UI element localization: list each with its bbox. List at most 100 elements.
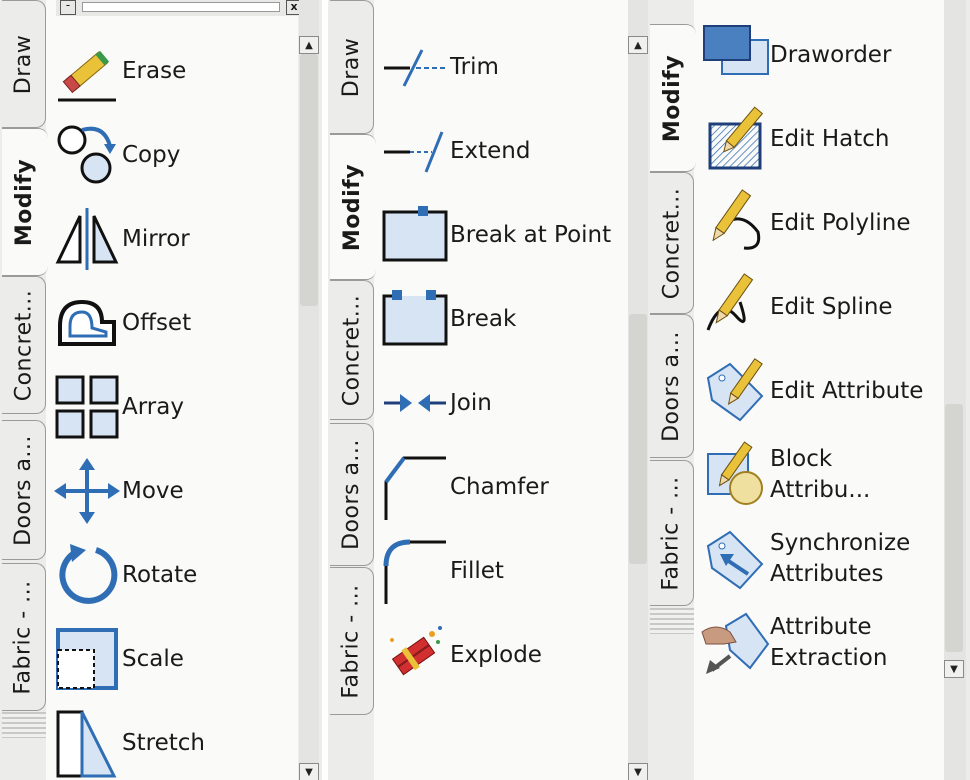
tool-attribute-extraction[interactable]: Attribute Extraction bbox=[700, 608, 887, 678]
divider bbox=[322, 0, 328, 780]
scroll-thumb[interactable] bbox=[945, 404, 963, 652]
tool-label: Chamfer bbox=[450, 473, 549, 500]
scroll-thumb[interactable] bbox=[300, 54, 318, 306]
tab-concrete[interactable]: Concret... bbox=[2, 276, 46, 414]
title-field bbox=[82, 2, 280, 12]
tool-array[interactable]: Array bbox=[52, 372, 184, 442]
scroll-up-button[interactable]: ▲ bbox=[628, 36, 648, 54]
tool-erase[interactable]: Erase bbox=[52, 36, 186, 106]
tool-trim[interactable]: Trim bbox=[380, 32, 499, 102]
tool-list: Trim Extend Break at Point Break bbox=[374, 0, 628, 780]
tool-list: Draworder Edit Hatch Edit Polyline Edit … bbox=[694, 0, 944, 780]
break-icon bbox=[380, 284, 450, 354]
tool-label: Erase bbox=[122, 57, 187, 84]
tool-copy[interactable]: Copy bbox=[52, 120, 180, 190]
tab-concrete[interactable]: Concret... bbox=[650, 172, 694, 314]
tool-move[interactable]: Move bbox=[52, 456, 184, 526]
tab-fabric[interactable]: Fabric - ... bbox=[330, 567, 374, 715]
scale-icon bbox=[52, 624, 122, 694]
tool-label: Scale bbox=[122, 645, 184, 672]
tool-extend[interactable]: Extend bbox=[380, 116, 531, 186]
tab-modify[interactable]: Modify bbox=[2, 128, 48, 276]
tool-label: Array bbox=[122, 393, 184, 420]
tool-offset[interactable]: Offset bbox=[52, 288, 191, 358]
break-at-point-icon bbox=[380, 200, 450, 270]
tab-doors[interactable]: Doors a... bbox=[650, 314, 694, 458]
tool-label: Break at Point bbox=[450, 221, 612, 248]
tab-fabric[interactable]: Fabric - ... bbox=[2, 563, 46, 711]
tool-scale[interactable]: Scale bbox=[52, 624, 184, 694]
tool-label: Block Attribu... bbox=[770, 446, 871, 503]
edit-hatch-icon bbox=[700, 104, 770, 174]
tool-palette-left: Draw Modify Concret... Doors a... Fabric… bbox=[0, 0, 322, 780]
scroll-thumb[interactable] bbox=[629, 314, 647, 564]
tool-explode[interactable]: Explode bbox=[380, 620, 542, 690]
tool-mirror[interactable]: Mirror bbox=[52, 204, 190, 274]
tool-rotate[interactable]: Rotate bbox=[52, 540, 197, 610]
scroll-down-button[interactable]: ▼ bbox=[944, 660, 964, 678]
tab-doors[interactable]: Doors a... bbox=[2, 420, 46, 560]
edit-spline-icon bbox=[700, 272, 770, 342]
palette-tabs: Draw Modify Concret... Doors a... Fabric… bbox=[328, 0, 376, 780]
scrollbar[interactable]: ▲ ▼ bbox=[299, 0, 319, 780]
tool-list: - x Erase Copy Mirror bbox=[46, 0, 310, 780]
tool-fillet[interactable]: Fillet bbox=[380, 536, 504, 606]
tool-label: Edit Polyline bbox=[770, 209, 911, 236]
tool-synchronize-attributes[interactable]: Synchronize Attributes bbox=[700, 524, 910, 594]
tool-label: Mirror bbox=[122, 225, 190, 252]
tool-label: Synchronize Attributes bbox=[770, 530, 911, 587]
extend-icon bbox=[380, 116, 450, 186]
tool-label: Trim bbox=[450, 53, 499, 80]
tool-stretch[interactable]: Stretch bbox=[52, 708, 205, 778]
stretch-icon bbox=[52, 708, 122, 778]
tool-edit-hatch[interactable]: Edit Hatch bbox=[700, 104, 889, 174]
tool-label: Copy bbox=[122, 141, 181, 168]
edit-polyline-icon bbox=[700, 188, 770, 258]
tab-doors[interactable]: Doors a... bbox=[330, 423, 374, 566]
copy-icon bbox=[52, 120, 122, 190]
palette-title-bar: - x bbox=[56, 0, 310, 16]
tool-block-attribute[interactable]: Block Attribu... bbox=[700, 440, 870, 510]
tab-draw[interactable]: Draw bbox=[2, 0, 46, 128]
tool-break[interactable]: Break bbox=[380, 284, 516, 354]
tool-edit-spline[interactable]: Edit Spline bbox=[700, 272, 893, 342]
tool-palette-right: ▲ ▼ Modify Concret... Doors a... Fabric … bbox=[628, 0, 970, 780]
tool-palette-middle: Draw Modify Concret... Doors a... Fabric… bbox=[328, 0, 628, 780]
tool-draworder[interactable]: Draworder bbox=[700, 20, 891, 90]
tool-label: Edit Attribute bbox=[770, 377, 924, 404]
tool-label: Move bbox=[122, 477, 184, 504]
tab-fabric[interactable]: Fabric - ... bbox=[650, 460, 694, 606]
scroll-down-button[interactable]: ▼ bbox=[628, 763, 648, 780]
fillet-icon bbox=[380, 536, 450, 606]
tab-modify[interactable]: Modify bbox=[330, 134, 376, 280]
mirror-icon bbox=[52, 204, 122, 274]
offset-icon bbox=[52, 288, 122, 358]
minimize-button[interactable]: - bbox=[60, 0, 76, 15]
tab-modify[interactable]: Modify bbox=[650, 24, 696, 172]
tool-edit-polyline[interactable]: Edit Polyline bbox=[700, 188, 910, 258]
rotate-icon bbox=[52, 540, 122, 610]
scrollbar-left[interactable]: ▲ ▼ bbox=[628, 0, 648, 780]
explode-icon bbox=[380, 620, 450, 690]
scroll-up-button[interactable]: ▲ bbox=[299, 36, 319, 54]
tool-break-at-point[interactable]: Break at Point bbox=[380, 200, 611, 270]
tool-label: Attribute Extraction bbox=[770, 614, 888, 671]
tool-chamfer[interactable]: Chamfer bbox=[380, 452, 549, 522]
tab-draw[interactable]: Draw bbox=[330, 0, 374, 134]
tool-join[interactable]: Join bbox=[380, 368, 492, 438]
chamfer-icon bbox=[380, 452, 450, 522]
block-attribute-icon bbox=[700, 440, 770, 510]
tab-grip[interactable] bbox=[2, 712, 46, 738]
scrollbar-right[interactable]: ▼ bbox=[944, 0, 966, 780]
edit-attribute-icon bbox=[700, 356, 770, 426]
tab-grip[interactable] bbox=[650, 608, 694, 634]
tool-label: Extend bbox=[450, 137, 531, 164]
palette-tabs: Modify Concret... Doors a... Fabric - ..… bbox=[648, 0, 696, 780]
erase-icon bbox=[52, 36, 122, 106]
synchronize-attributes-icon bbox=[700, 524, 770, 594]
tool-label: Explode bbox=[450, 641, 542, 668]
tool-edit-attribute[interactable]: Edit Attribute bbox=[700, 356, 923, 426]
scroll-down-button[interactable]: ▼ bbox=[299, 763, 319, 780]
attribute-extraction-icon bbox=[700, 608, 770, 678]
tab-concrete[interactable]: Concret... bbox=[330, 280, 374, 420]
